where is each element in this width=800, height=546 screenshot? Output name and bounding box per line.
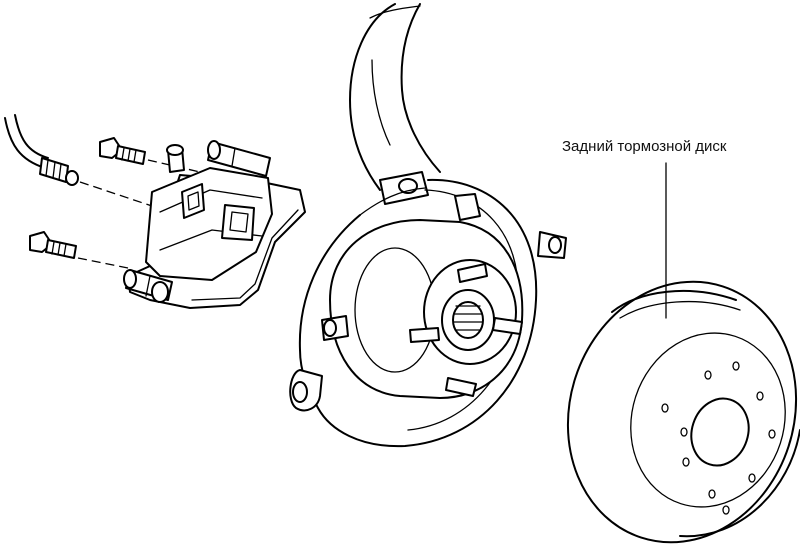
alignment-lines [77,159,201,269]
wheel-hub [289,219,524,412]
caliper-bolt-lower [29,231,77,259]
brake-caliper [123,140,306,309]
rear-brake-disc [566,280,800,544]
steering-knuckle [349,3,567,259]
rear-brake-disc-label: Задний тормозной диск [562,138,727,155]
wheel-studs [409,263,523,397]
caliper-bolt-upper [99,137,146,165]
brake-hose [4,114,79,186]
